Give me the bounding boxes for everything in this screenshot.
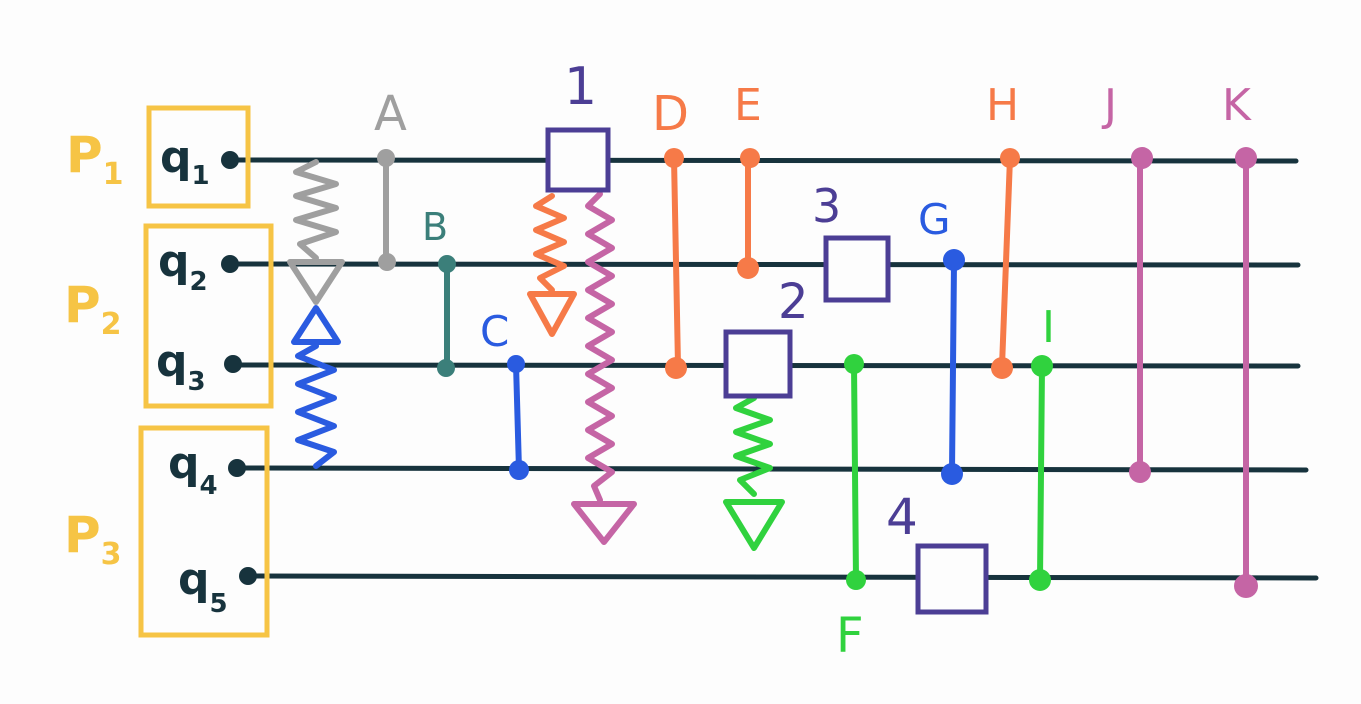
box-2 (723, 329, 793, 399)
gate-A (377, 149, 396, 271)
single-qubit-boxes (545, 127, 989, 615)
box-label-1: 1 (564, 57, 597, 117)
partition-boxes (138, 105, 274, 638)
zigzag-orange (533, 193, 567, 293)
qubit-label-q5: q5 (178, 554, 228, 619)
qubit-label-q4: q4 (168, 438, 218, 501)
box-4 (915, 543, 989, 615)
partition-box-p3 (138, 425, 270, 638)
gate-E (737, 148, 760, 279)
zigzag-arrows (287, 159, 785, 551)
two-qubit-gates (377, 147, 1258, 598)
gate-label-E: E (734, 80, 762, 131)
gate-F (844, 354, 866, 590)
gate-label-D: D (652, 86, 689, 142)
box-3 (823, 235, 891, 303)
arrowhead-green (723, 499, 785, 551)
q3-dot (224, 355, 242, 373)
partition-box-p1 (146, 105, 251, 209)
zigzag-blue (295, 343, 337, 469)
q5-dot (239, 567, 257, 585)
qubit-labels: q1 q2 q3 q4 q5 (156, 132, 228, 619)
q2-dot (221, 255, 239, 273)
gate-D (664, 148, 687, 379)
gate-C (507, 355, 529, 480)
box-labels: 1 2 3 4 (564, 57, 918, 546)
qubit-label-q3: q3 (156, 336, 206, 397)
arrowhead-pink (571, 501, 637, 545)
gate-B (437, 255, 456, 377)
gate-label-J: J (1101, 80, 1117, 131)
box-label-3: 3 (812, 179, 841, 233)
partition-label-p1: P1 (66, 126, 124, 192)
gate-G (941, 249, 965, 485)
wire-q1 (227, 157, 1299, 164)
gate-label-F: F (836, 608, 864, 664)
partition-label-p3: P3 (64, 506, 122, 572)
zigzag-green (733, 395, 773, 497)
gate-label-B: B (422, 205, 448, 249)
gate-H (991, 148, 1020, 379)
gate-label-A: A (374, 86, 407, 142)
box-label-2: 2 (778, 274, 809, 330)
wire-start-dots (221, 151, 257, 585)
q4-dot (228, 459, 246, 477)
gate-I (1029, 355, 1053, 591)
box-1 (545, 127, 611, 193)
partition-box-p2 (143, 223, 274, 409)
arrowhead-orange (527, 291, 577, 337)
q1-dot (221, 151, 239, 169)
gate-label-H: H (986, 80, 1019, 131)
arrowhead-blue (291, 305, 341, 345)
wire-q5 (243, 573, 1319, 581)
gate-label-C: C (480, 307, 509, 356)
gate-label-K: K (1222, 80, 1252, 131)
wire-q2 (227, 261, 1301, 268)
gate-labels: A B C D E F G H I J K (374, 80, 1252, 664)
partition-labels: P1 P2 P3 (64, 126, 124, 572)
gate-label-G: G (918, 195, 951, 244)
gate-J (1129, 147, 1153, 483)
box-label-4: 4 (886, 488, 918, 546)
qubit-label-q2: q2 (158, 236, 208, 297)
qubit-label-q1: q1 (160, 132, 210, 191)
gate-K (1234, 147, 1258, 598)
zigzag-pink (585, 191, 615, 503)
zigzag-gray (293, 159, 339, 261)
partition-label-p2: P2 (64, 276, 122, 342)
arrowhead-gray (287, 259, 345, 305)
gate-label-I: I (1042, 302, 1055, 353)
